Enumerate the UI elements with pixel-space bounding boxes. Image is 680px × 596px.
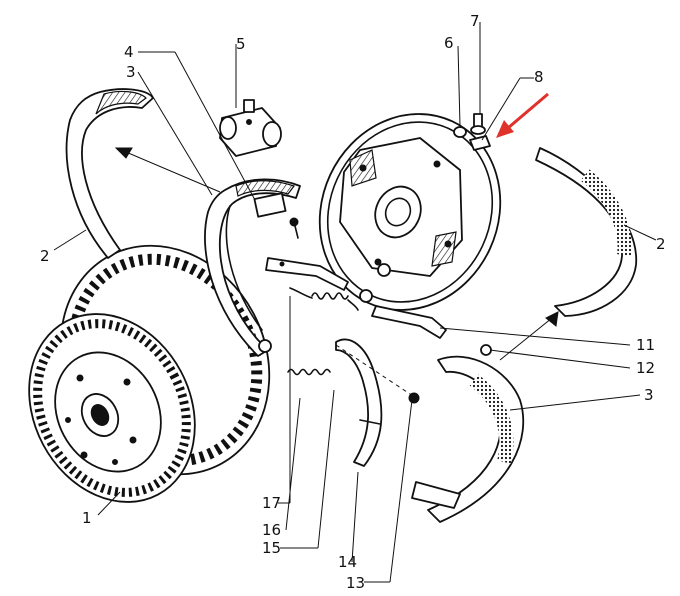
parking-brake-lever [335, 338, 492, 467]
callout-5: 5 [236, 35, 246, 53]
assembly-arrows [114, 147, 559, 399]
backing-plate [318, 113, 502, 311]
callout-3-top: 3 [126, 63, 136, 81]
callout-15: 15 [262, 539, 281, 557]
brake-drum [28, 244, 271, 503]
leader-lines [53, 22, 657, 583]
bolt-and-washer-parts [453, 113, 491, 151]
callout-11: 11 [636, 336, 655, 354]
spreader-bar [359, 289, 447, 339]
callout-2-right: 2 [656, 235, 666, 253]
callout-16: 16 [262, 521, 281, 539]
lower-return-spring [287, 368, 331, 376]
adjuster-strut [265, 257, 349, 291]
callout-1: 1 [82, 509, 92, 527]
brake-shoe-upper [204, 178, 301, 357]
highlight-arrow [496, 92, 549, 138]
callout-2-left: 2 [40, 247, 50, 265]
callout-13: 13 [346, 574, 365, 591]
callout-14: 14 [338, 553, 357, 571]
callout-3-right: 3 [644, 386, 654, 404]
callout-8: 8 [534, 68, 544, 86]
brake-lining-right [535, 147, 637, 317]
callout-4: 4 [124, 43, 134, 61]
upper-return-spring [289, 287, 359, 311]
callout-17: 17 [262, 494, 281, 512]
brake-lining-left [65, 88, 154, 259]
callout-12: 12 [636, 359, 655, 377]
callout-6: 6 [444, 34, 454, 52]
brake-shoe-lower [411, 355, 525, 523]
wheel-cylinder [219, 99, 282, 157]
callout-7: 7 [470, 12, 480, 30]
